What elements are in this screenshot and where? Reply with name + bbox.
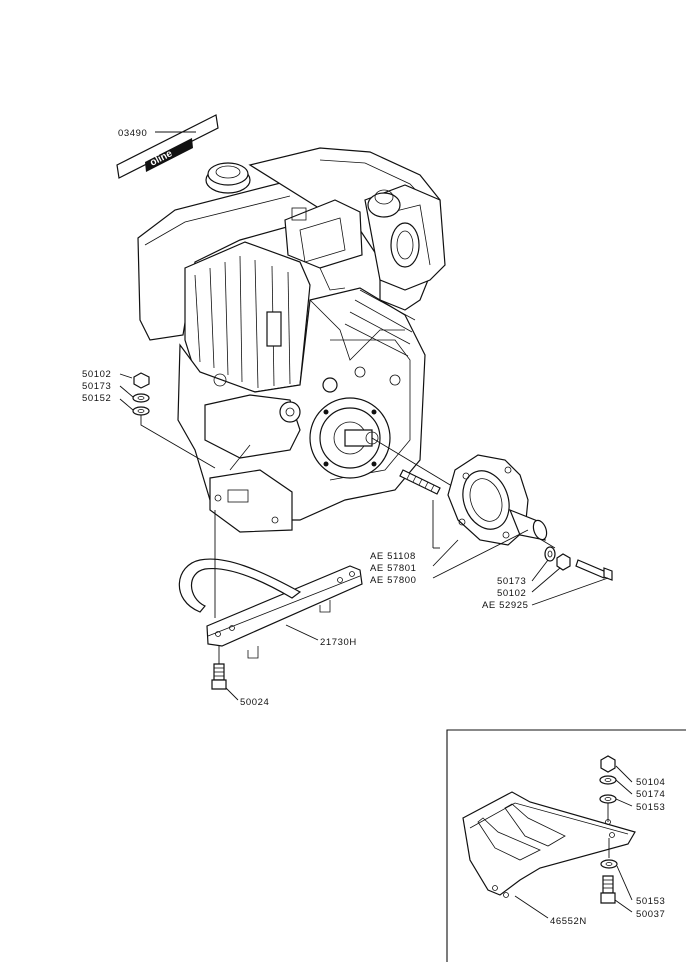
label-ae-57800: AE 57800 — [370, 575, 417, 586]
label-50174: 50174 — [636, 789, 665, 800]
label-50153-bottom: 50153 — [636, 896, 665, 907]
label-ae-52925: AE 52925 — [482, 600, 529, 611]
label-03490: 03490 — [118, 128, 147, 139]
left-fasteners — [132, 372, 216, 469]
bracket-part — [178, 558, 363, 659]
label-50102-right: 50102 — [497, 588, 526, 599]
inset-panel — [446, 729, 686, 962]
label-ae-51108: AE 51108 — [370, 551, 416, 562]
label-50153-top: 50153 — [636, 802, 665, 813]
label-ae-57801: AE 57801 — [370, 563, 417, 574]
stud-part — [399, 469, 441, 495]
decal-part: oline — [116, 114, 219, 179]
label-50104: 50104 — [636, 777, 665, 788]
label-21730h: 21730H — [320, 637, 357, 648]
label-50173-left: 50173 — [82, 381, 111, 392]
label-50024: 50024 — [240, 697, 269, 708]
label-50152-left: 50152 — [82, 393, 111, 404]
bolt-50024 — [211, 646, 227, 690]
label-50102-left: 50102 — [82, 369, 111, 380]
label-50037: 50037 — [636, 909, 665, 920]
right-fasteners — [544, 546, 613, 581]
label-50173-right: 50173 — [497, 576, 526, 587]
engine-assembly — [137, 147, 446, 533]
flange-part — [447, 454, 548, 546]
label-46552n: 46552N — [550, 916, 587, 927]
